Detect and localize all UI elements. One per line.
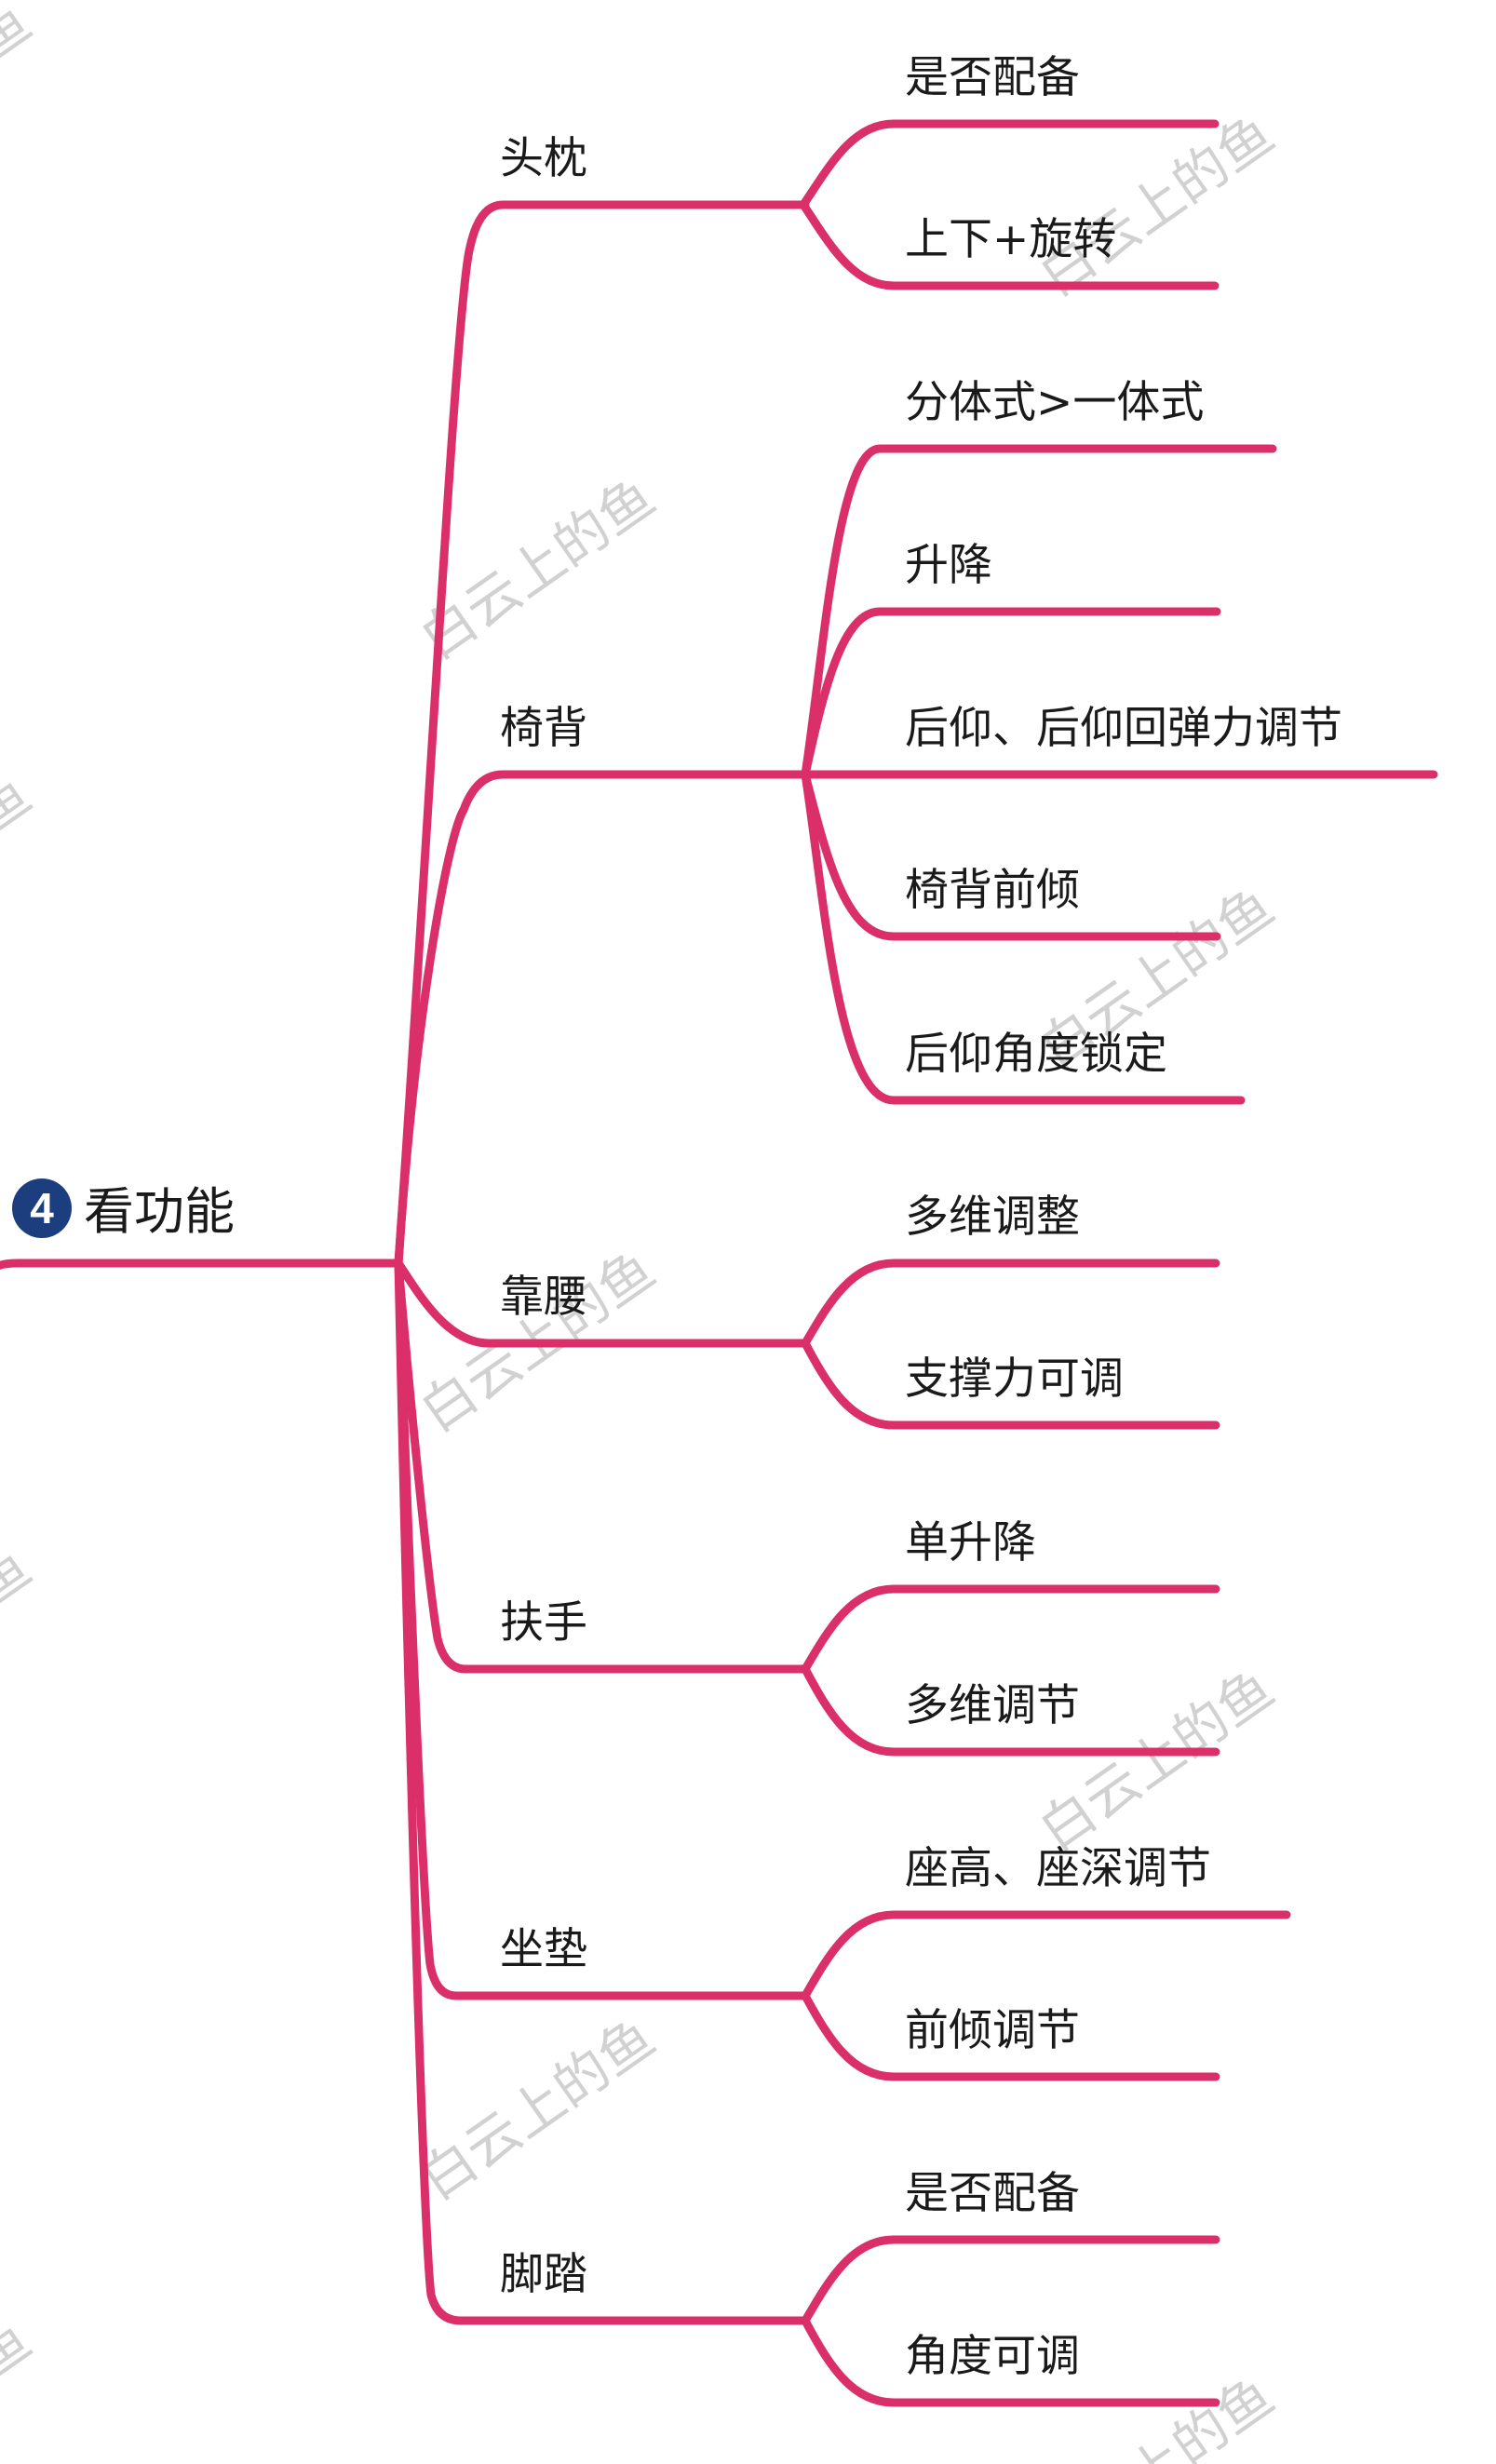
- branch-headrest[interactable]: 头枕: [500, 133, 587, 184]
- leaf-edge: [801, 1910, 1291, 2000]
- leaf-armrest-multi[interactable]: 多维调节: [905, 1680, 1080, 1731]
- edge-lumbar: [394, 1259, 810, 1348]
- leaf-backrest-tilt[interactable]: 椅背前倾: [905, 865, 1080, 916]
- branch-backrest[interactable]: 椅背: [500, 703, 587, 754]
- branch-footrest[interactable]: 脚踏: [500, 2249, 587, 2300]
- leaf-edge: [801, 770, 1246, 1105]
- edge-headrest: [394, 200, 810, 1268]
- watermark: 白云上的鱼: [0, 1535, 43, 1742]
- leaf-edge: [801, 2235, 1220, 2325]
- leaf-edges-seat: [801, 1910, 1291, 2081]
- edge-backrest: [394, 770, 810, 1268]
- watermark: 白云上的鱼: [0, 2308, 43, 2464]
- branch-labels: 头枕 椅背 靠腰 扶手 坐垫 脚踏: [500, 133, 587, 2300]
- leaf-edge: [801, 607, 1221, 779]
- leaf-lumbar-multi[interactable]: 多维调整: [905, 1192, 1080, 1243]
- leaf-footrest-angle[interactable]: 角度可调: [905, 2331, 1080, 2382]
- number-badge-icon: [12, 1178, 72, 1238]
- watermark: 白云上的鱼: [0, 0, 43, 196]
- leaf-edge: [801, 1664, 1220, 1757]
- leaf-labels: 是否配备 上下+旋转 分体式>一体式 升降 后仰、后仰回弹力调节 椅背前倾 后仰…: [905, 52, 1342, 2382]
- leaf-edge: [801, 2316, 1220, 2407]
- leaf-edge: [801, 1584, 1220, 1674]
- root-badge-number: 4: [30, 1184, 54, 1232]
- leaf-edge: [801, 1339, 1220, 1430]
- leaf-backrest-recline[interactable]: 后仰、后仰回弹力调节: [905, 703, 1342, 754]
- leaf-edge: [799, 200, 1220, 290]
- trunk-edges: [394, 200, 810, 2325]
- watermark: 白云上的鱼: [0, 762, 43, 969]
- leaf-edges-armrest: [801, 1584, 1220, 1757]
- leaf-edges-headrest: [799, 119, 1220, 290]
- leaf-footrest-equipped[interactable]: 是否配备: [905, 2168, 1080, 2219]
- leaf-edges-footrest: [801, 2235, 1220, 2407]
- edge-footrest: [394, 1259, 810, 2325]
- leaf-edge: [801, 1991, 1220, 2081]
- branch-armrest[interactable]: 扶手: [500, 1597, 587, 1649]
- leaf-backrest-lift[interactable]: 升降: [905, 540, 992, 591]
- edge-armrest: [394, 1259, 810, 1674]
- leaf-edges-lumbar: [801, 1259, 1220, 1430]
- leaf-edge: [801, 1259, 1220, 1348]
- leaf-edge: [801, 444, 1277, 779]
- leaf-armrest-single[interactable]: 单升降: [905, 1517, 1036, 1569]
- leaf-edge: [799, 119, 1220, 209]
- leaf-seat-height-depth[interactable]: 座高、座深调节: [905, 1843, 1211, 1894]
- leaf-backrest-lock[interactable]: 后仰角度锁定: [905, 1029, 1167, 1080]
- leaf-lumbar-support[interactable]: 支撑力可调: [905, 1353, 1124, 1405]
- root-node[interactable]: 4 看功能: [12, 1178, 235, 1241]
- root-edge: [0, 1259, 403, 1271]
- leaf-headrest-equipped[interactable]: 是否配备: [905, 52, 1080, 103]
- leaf-backrest-split[interactable]: 分体式>一体式: [905, 377, 1204, 428]
- leaf-seat-tilt[interactable]: 前倾调节: [905, 2005, 1080, 2056]
- leaf-edges-backrest: [801, 444, 1438, 1105]
- watermark: 白云上的鱼: [409, 2005, 667, 2212]
- watermark: 白云上的鱼: [1028, 101, 1286, 308]
- leaf-headrest-adjust[interactable]: 上下+旋转: [905, 214, 1116, 265]
- branch-lumbar[interactable]: 靠腰: [500, 1272, 587, 1323]
- root-label: 看功能: [84, 1182, 235, 1241]
- branch-seat[interactable]: 坐垫: [500, 1924, 587, 1975]
